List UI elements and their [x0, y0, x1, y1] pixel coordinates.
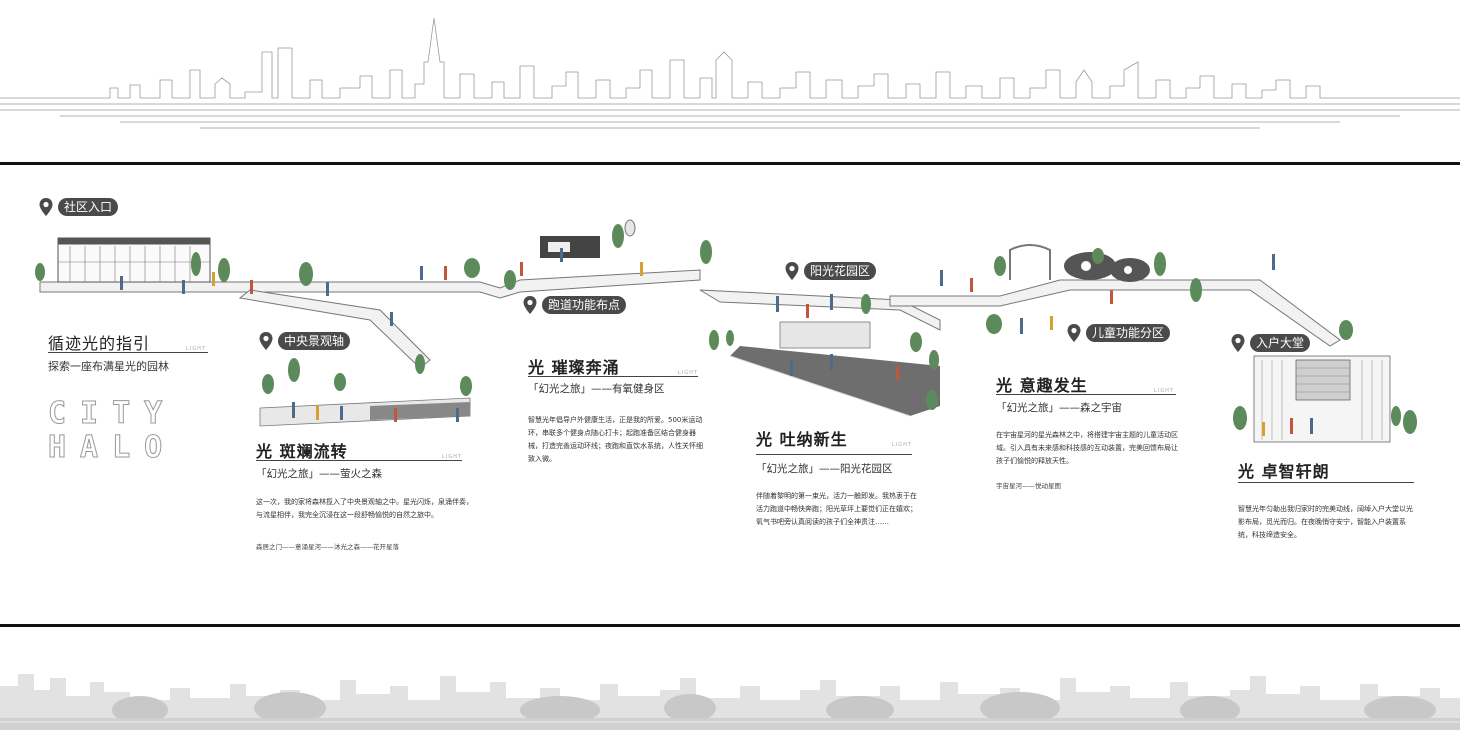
section-title: 光 意趣发生 — [996, 376, 1088, 395]
tag-running: 跑道功能布点 — [522, 295, 627, 315]
section-subtitle: 「幻光之旅」——萤火之森 — [256, 468, 382, 480]
tag-label: 跑道功能布点 — [542, 296, 627, 314]
section-light-tag: LIGHT — [892, 442, 912, 448]
section-subtitle: 「幻光之旅」——有氧健身区 — [528, 383, 665, 395]
section-body: 智慧光年匀勒出我归家时的完美动线，阔绰入户大堂以光影布局，觅光而归。在夜晚悄守安… — [1238, 505, 1413, 539]
tag-label: 入户大堂 — [1250, 334, 1311, 352]
tag-label: 中央景观轴 — [278, 332, 351, 350]
section-title: 光 吐纳新生 — [756, 430, 848, 449]
landscape-illustration — [35, 219, 1417, 443]
section-footer: 森居之门——意涌星河——沐光之森——花开星落 — [256, 543, 399, 551]
section-subtitle: 「幻光之旅」——森之宇宙 — [996, 402, 1122, 414]
intro-underline — [48, 352, 208, 353]
intro-subtitle: 探索一座布满星光的园林 — [48, 360, 169, 373]
section-light-tag: LIGHT — [1154, 388, 1174, 394]
section-body: 智慧光年倡导户外健康生活，正是我的所爱。500米运动环，串联多个健身点随心打卡；… — [528, 416, 703, 463]
tag-label: 社区入口 — [58, 198, 119, 216]
outline-word-halo: HALO — [47, 430, 177, 466]
section-underline — [528, 376, 698, 377]
location-pin-icon — [39, 198, 53, 216]
section-underline — [256, 460, 462, 461]
location-pin-icon — [1067, 324, 1081, 342]
tag-entrance: 社区入口 — [38, 197, 119, 217]
city-skyline-outline — [0, 17, 1460, 129]
section-footer: 宇宙星河——悦动星图 — [996, 482, 1061, 490]
section-light-tag: LIGHT — [678, 370, 698, 376]
tag-lobby: 入户大堂 — [1230, 333, 1311, 353]
section-subtitle: 「幻光之旅」——阳光花园区 — [756, 463, 893, 475]
section-underline — [756, 454, 912, 455]
section-underline — [996, 394, 1176, 395]
section-light-tag: LIGHT — [442, 454, 462, 460]
section-body: 这一次，我的家将森林揽入了中央景观轴之中。星光闪烁，泉涌伴奏，与流星相伴，我完全… — [256, 498, 473, 519]
tag-central-axis: 中央景观轴 — [258, 331, 351, 351]
section-body: 伴随着黎明的第一束光，活力一触即发。我热衷于在活力跑道中畅快奔跑；阳光草坪上要觉… — [756, 492, 917, 526]
location-pin-icon — [1231, 334, 1245, 352]
top-divider — [0, 162, 1460, 165]
intro-light-tag: LIGHT — [186, 346, 206, 352]
outline-word-city: CITY — [47, 396, 177, 432]
section-body: 在宇宙星河的星光森林之中，将搭建宇宙主题的儿童活动区域。引入具有未来感和科技感的… — [996, 431, 1178, 465]
tag-sunny-garden: 阳光花园区 — [784, 261, 877, 281]
city-skyline-silhouette — [0, 674, 1460, 730]
bottom-divider — [0, 624, 1460, 627]
tag-label: 儿童功能分区 — [1086, 324, 1171, 342]
section-underline — [1238, 482, 1414, 483]
section-title: 光 卓智轩朗 — [1238, 462, 1330, 481]
intro-title: 循迹光的指引 — [48, 334, 151, 353]
location-pin-icon — [785, 262, 799, 280]
location-pin-icon — [523, 296, 537, 314]
location-pin-icon — [259, 332, 273, 350]
tag-children: 儿童功能分区 — [1066, 323, 1171, 343]
section-title: 光 璀璨奔涌 — [528, 358, 620, 377]
tag-label: 阳光花园区 — [804, 262, 877, 280]
section-title: 光 斑斓流转 — [256, 442, 348, 461]
